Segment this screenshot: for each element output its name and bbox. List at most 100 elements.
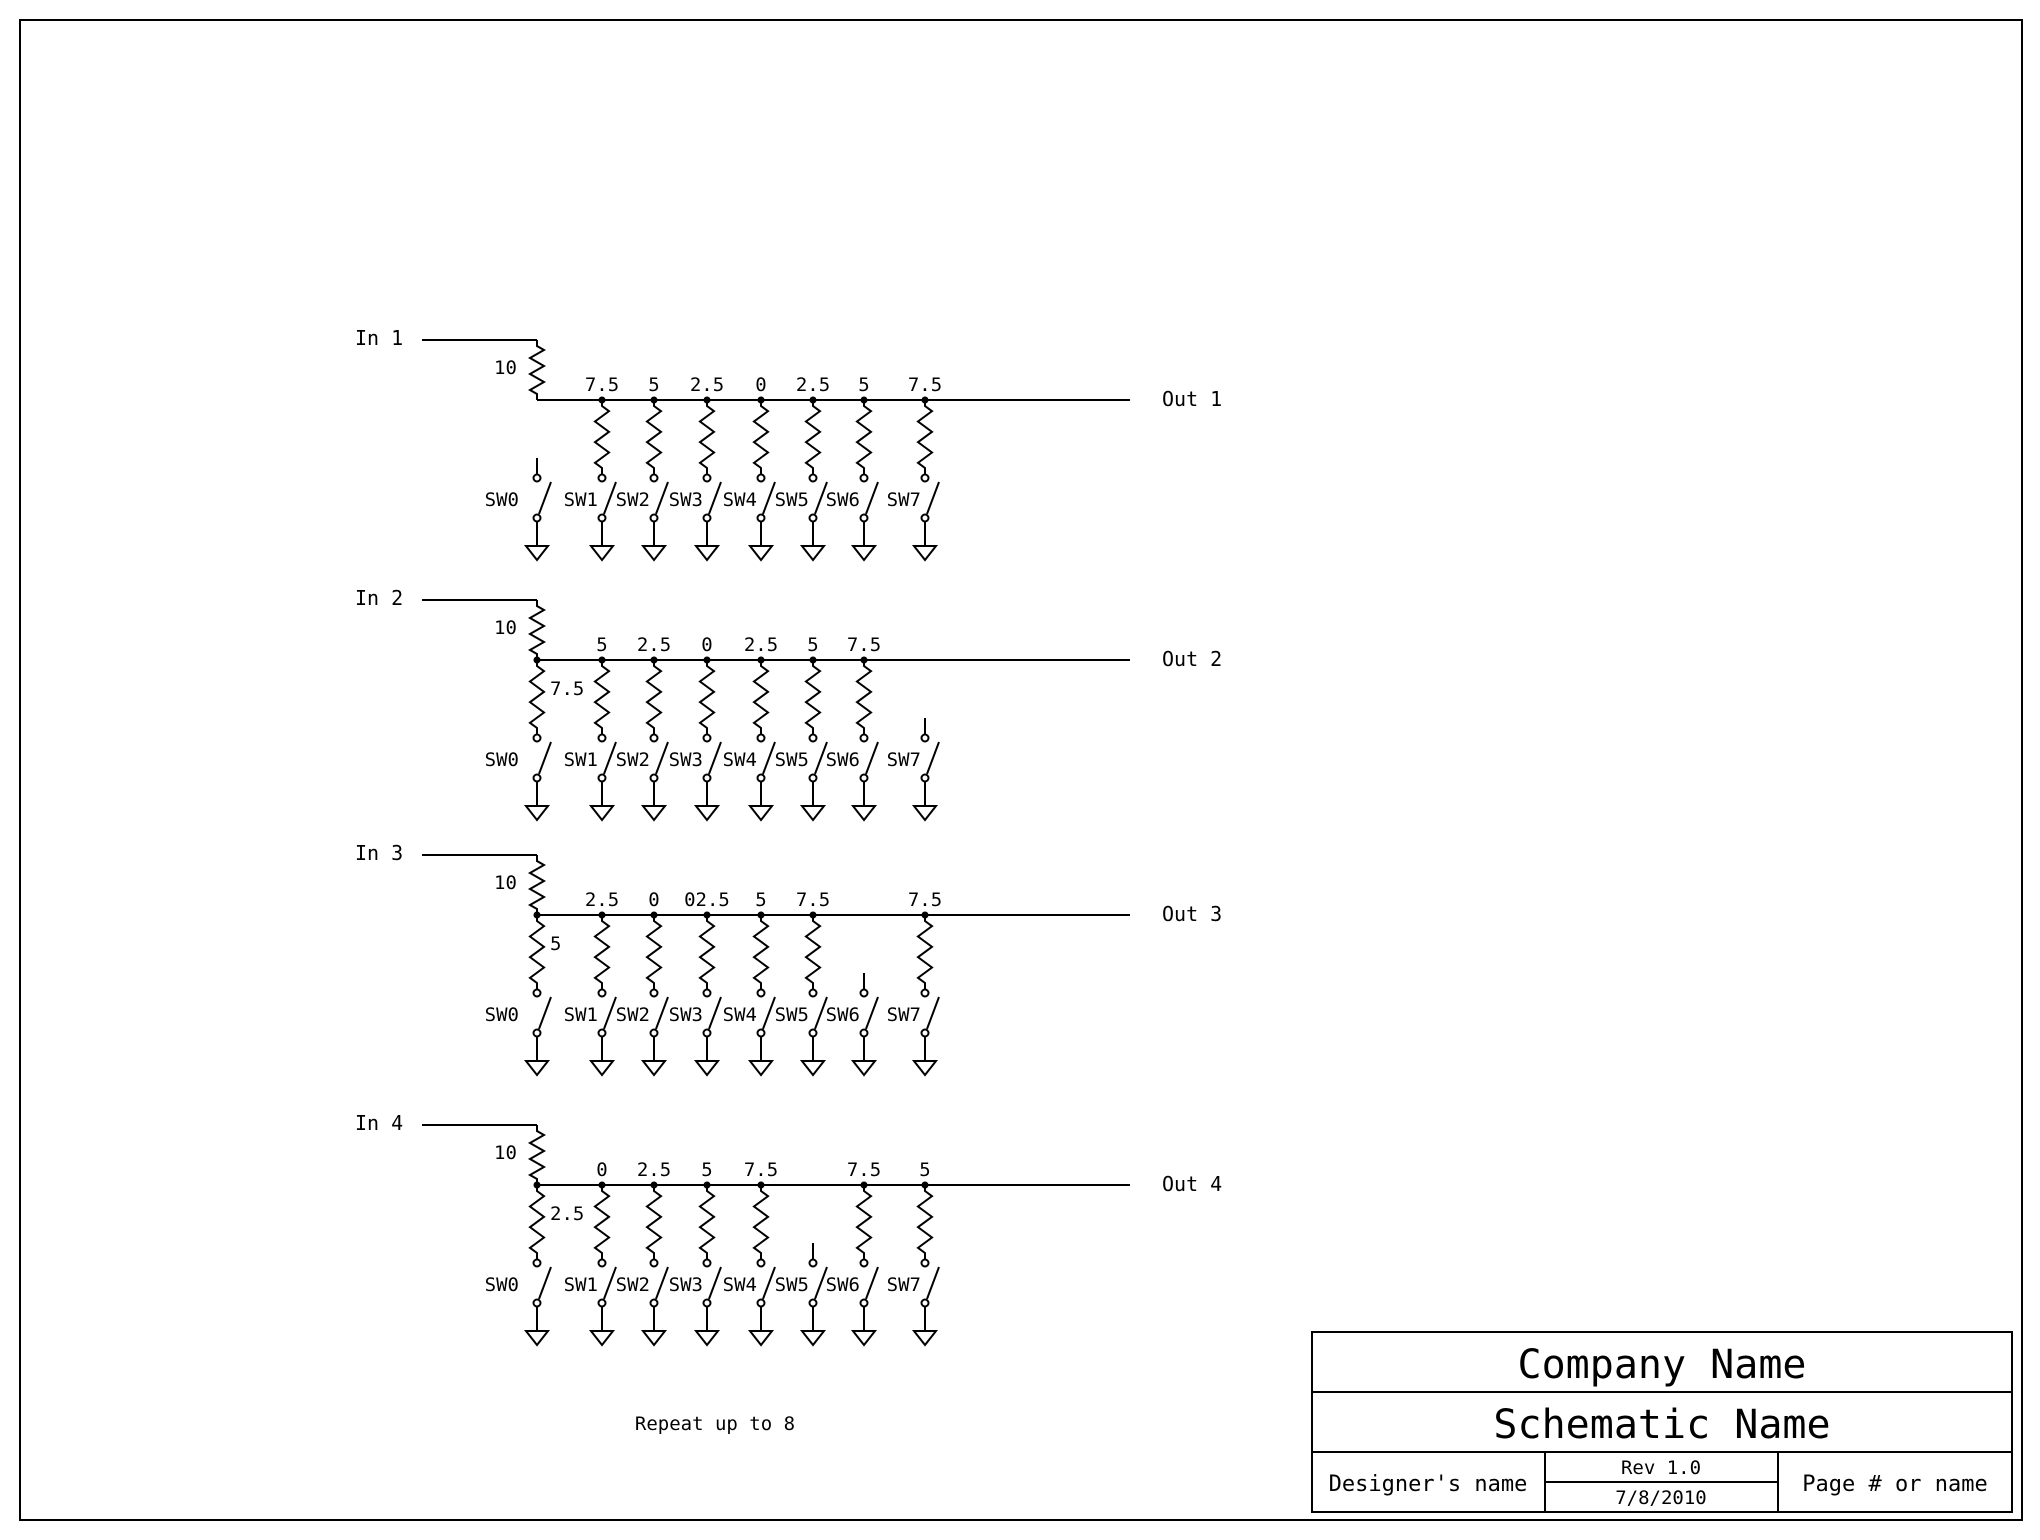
revision: Rev 1.0	[1621, 1457, 1701, 1479]
switch-contact	[756, 473, 766, 483]
switch-lever	[814, 741, 828, 775]
switch-lever	[865, 481, 879, 515]
input-label: In 2	[355, 586, 403, 610]
series-resistor	[527, 1125, 547, 1185]
title-block: Company Name Schematic Name Designer's n…	[1311, 1331, 2013, 1513]
schematic-name: Schematic Name	[1493, 1402, 1830, 1448]
switch-contact	[808, 988, 818, 998]
output-label: Out 2	[1162, 647, 1222, 671]
switch-lever	[926, 996, 940, 1030]
switch-label: SW5	[775, 489, 809, 511]
series-resistor-value: 10	[494, 872, 517, 894]
branch-resistor-value: 2.5	[744, 634, 778, 656]
ground-symbol	[640, 1060, 668, 1077]
switch-label: SW0	[485, 489, 519, 511]
switch-contact	[808, 473, 818, 483]
switch-label: SW0	[485, 1004, 519, 1026]
output-label: Out 3	[1162, 902, 1222, 926]
switch-lever	[762, 741, 776, 775]
switch-label: SW4	[723, 1274, 757, 1296]
series-resistor-value: 10	[494, 357, 517, 379]
sheet-border	[19, 19, 2023, 1521]
ground-symbol	[799, 1060, 827, 1077]
switch-contact	[756, 733, 766, 743]
ground-symbol	[588, 1330, 616, 1347]
ground-symbol	[799, 805, 827, 822]
branch-resistor	[804, 660, 822, 734]
branch-resistor	[916, 1185, 934, 1259]
ground-symbol	[850, 1060, 878, 1077]
ground-symbol	[911, 1060, 939, 1077]
ground-symbol	[640, 805, 668, 822]
switch-label: SW1	[564, 749, 598, 771]
switch-contact	[532, 988, 542, 998]
series-resistor	[527, 600, 547, 660]
switch-lever	[865, 741, 879, 775]
branch-resistor	[593, 660, 611, 734]
input-label: In 3	[355, 841, 403, 865]
switch-label: SW0	[485, 749, 519, 771]
switch-contact	[597, 773, 607, 783]
switch-contact	[920, 473, 930, 483]
switch-lever	[708, 1266, 722, 1300]
switch-lever	[926, 481, 940, 515]
switch-lever	[762, 481, 776, 515]
branch-resistor-value: 2.5	[796, 374, 830, 396]
switch-contact	[756, 513, 766, 523]
branch-resistor-value: 7.5	[908, 374, 942, 396]
switch-contact	[702, 1298, 712, 1308]
switch-contact	[859, 773, 869, 783]
switch-contact	[532, 1028, 542, 1038]
branch-resistor	[916, 915, 934, 989]
switch-contact	[649, 473, 659, 483]
switch-label: SW7	[887, 489, 921, 511]
switch-contact	[808, 773, 818, 783]
branch-resistor-value: 2.5	[690, 374, 724, 396]
ground-symbol	[747, 545, 775, 562]
switch-contact	[859, 1258, 869, 1268]
switch-lever	[708, 741, 722, 775]
ground-symbol	[693, 545, 721, 562]
input-label: In 4	[355, 1111, 403, 1135]
switch-label: SW3	[669, 1274, 703, 1296]
branch-resistor	[855, 400, 873, 474]
switch-label: SW1	[564, 489, 598, 511]
switch-contact	[649, 733, 659, 743]
ground-symbol	[588, 545, 616, 562]
switch-label: SW2	[616, 1004, 650, 1026]
switch-contact	[859, 988, 869, 998]
switch-contact	[532, 773, 542, 783]
branch-resistor-value: 7.5	[744, 1159, 778, 1181]
ground-symbol	[693, 1330, 721, 1347]
switch-label: SW0	[485, 1274, 519, 1296]
branch-resistor-value: 2.5	[585, 889, 619, 911]
series-resistor	[527, 340, 547, 400]
branch-resistor-value: 02.5	[684, 889, 730, 911]
branch-resistor	[593, 400, 611, 474]
branch-resistor	[752, 1185, 770, 1259]
switch-lever	[538, 481, 552, 515]
switch-contact	[808, 733, 818, 743]
switch-label: SW3	[669, 749, 703, 771]
sw0-resistor	[528, 660, 546, 734]
switch-lever	[926, 1266, 940, 1300]
switch-contact	[859, 733, 869, 743]
switch-lever	[538, 996, 552, 1030]
branch-resistor-value: 2.5	[637, 634, 671, 656]
switch-lever	[814, 481, 828, 515]
sw0-resistor-value: 2.5	[550, 1203, 584, 1225]
ground-symbol	[911, 545, 939, 562]
designer-name: Designer's name	[1329, 1472, 1528, 1497]
branch-resistor-value: 5	[755, 889, 766, 911]
switch-contact	[702, 473, 712, 483]
switch-lever	[708, 481, 722, 515]
branch-resistor	[593, 1185, 611, 1259]
branch-resistor	[855, 1185, 873, 1259]
switch-lever	[603, 741, 617, 775]
switch-label: SW1	[564, 1274, 598, 1296]
switch-lever	[762, 1266, 776, 1300]
switch-lever	[655, 1266, 669, 1300]
